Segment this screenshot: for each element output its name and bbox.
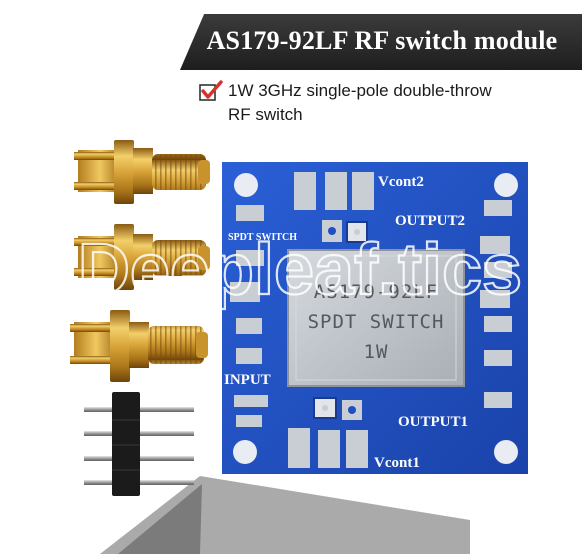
title-banner xyxy=(180,14,582,70)
banner-title: AS179-92LF RF switch module xyxy=(206,26,558,55)
feature-line-1: 1W 3GHz single-pole double-throw xyxy=(228,81,492,100)
check-icon xyxy=(199,80,223,101)
sma-connector-1 xyxy=(74,140,210,204)
watermark-text: Deepleaf.tics xyxy=(78,232,522,310)
watermark: Deepleaf.tics xyxy=(77,232,523,311)
sma-connector-3 xyxy=(70,310,208,382)
pcb-board xyxy=(222,162,528,474)
feature-line-2: RF switch xyxy=(228,105,303,124)
pin-header xyxy=(84,392,194,496)
sma-connector-2 xyxy=(74,224,210,290)
